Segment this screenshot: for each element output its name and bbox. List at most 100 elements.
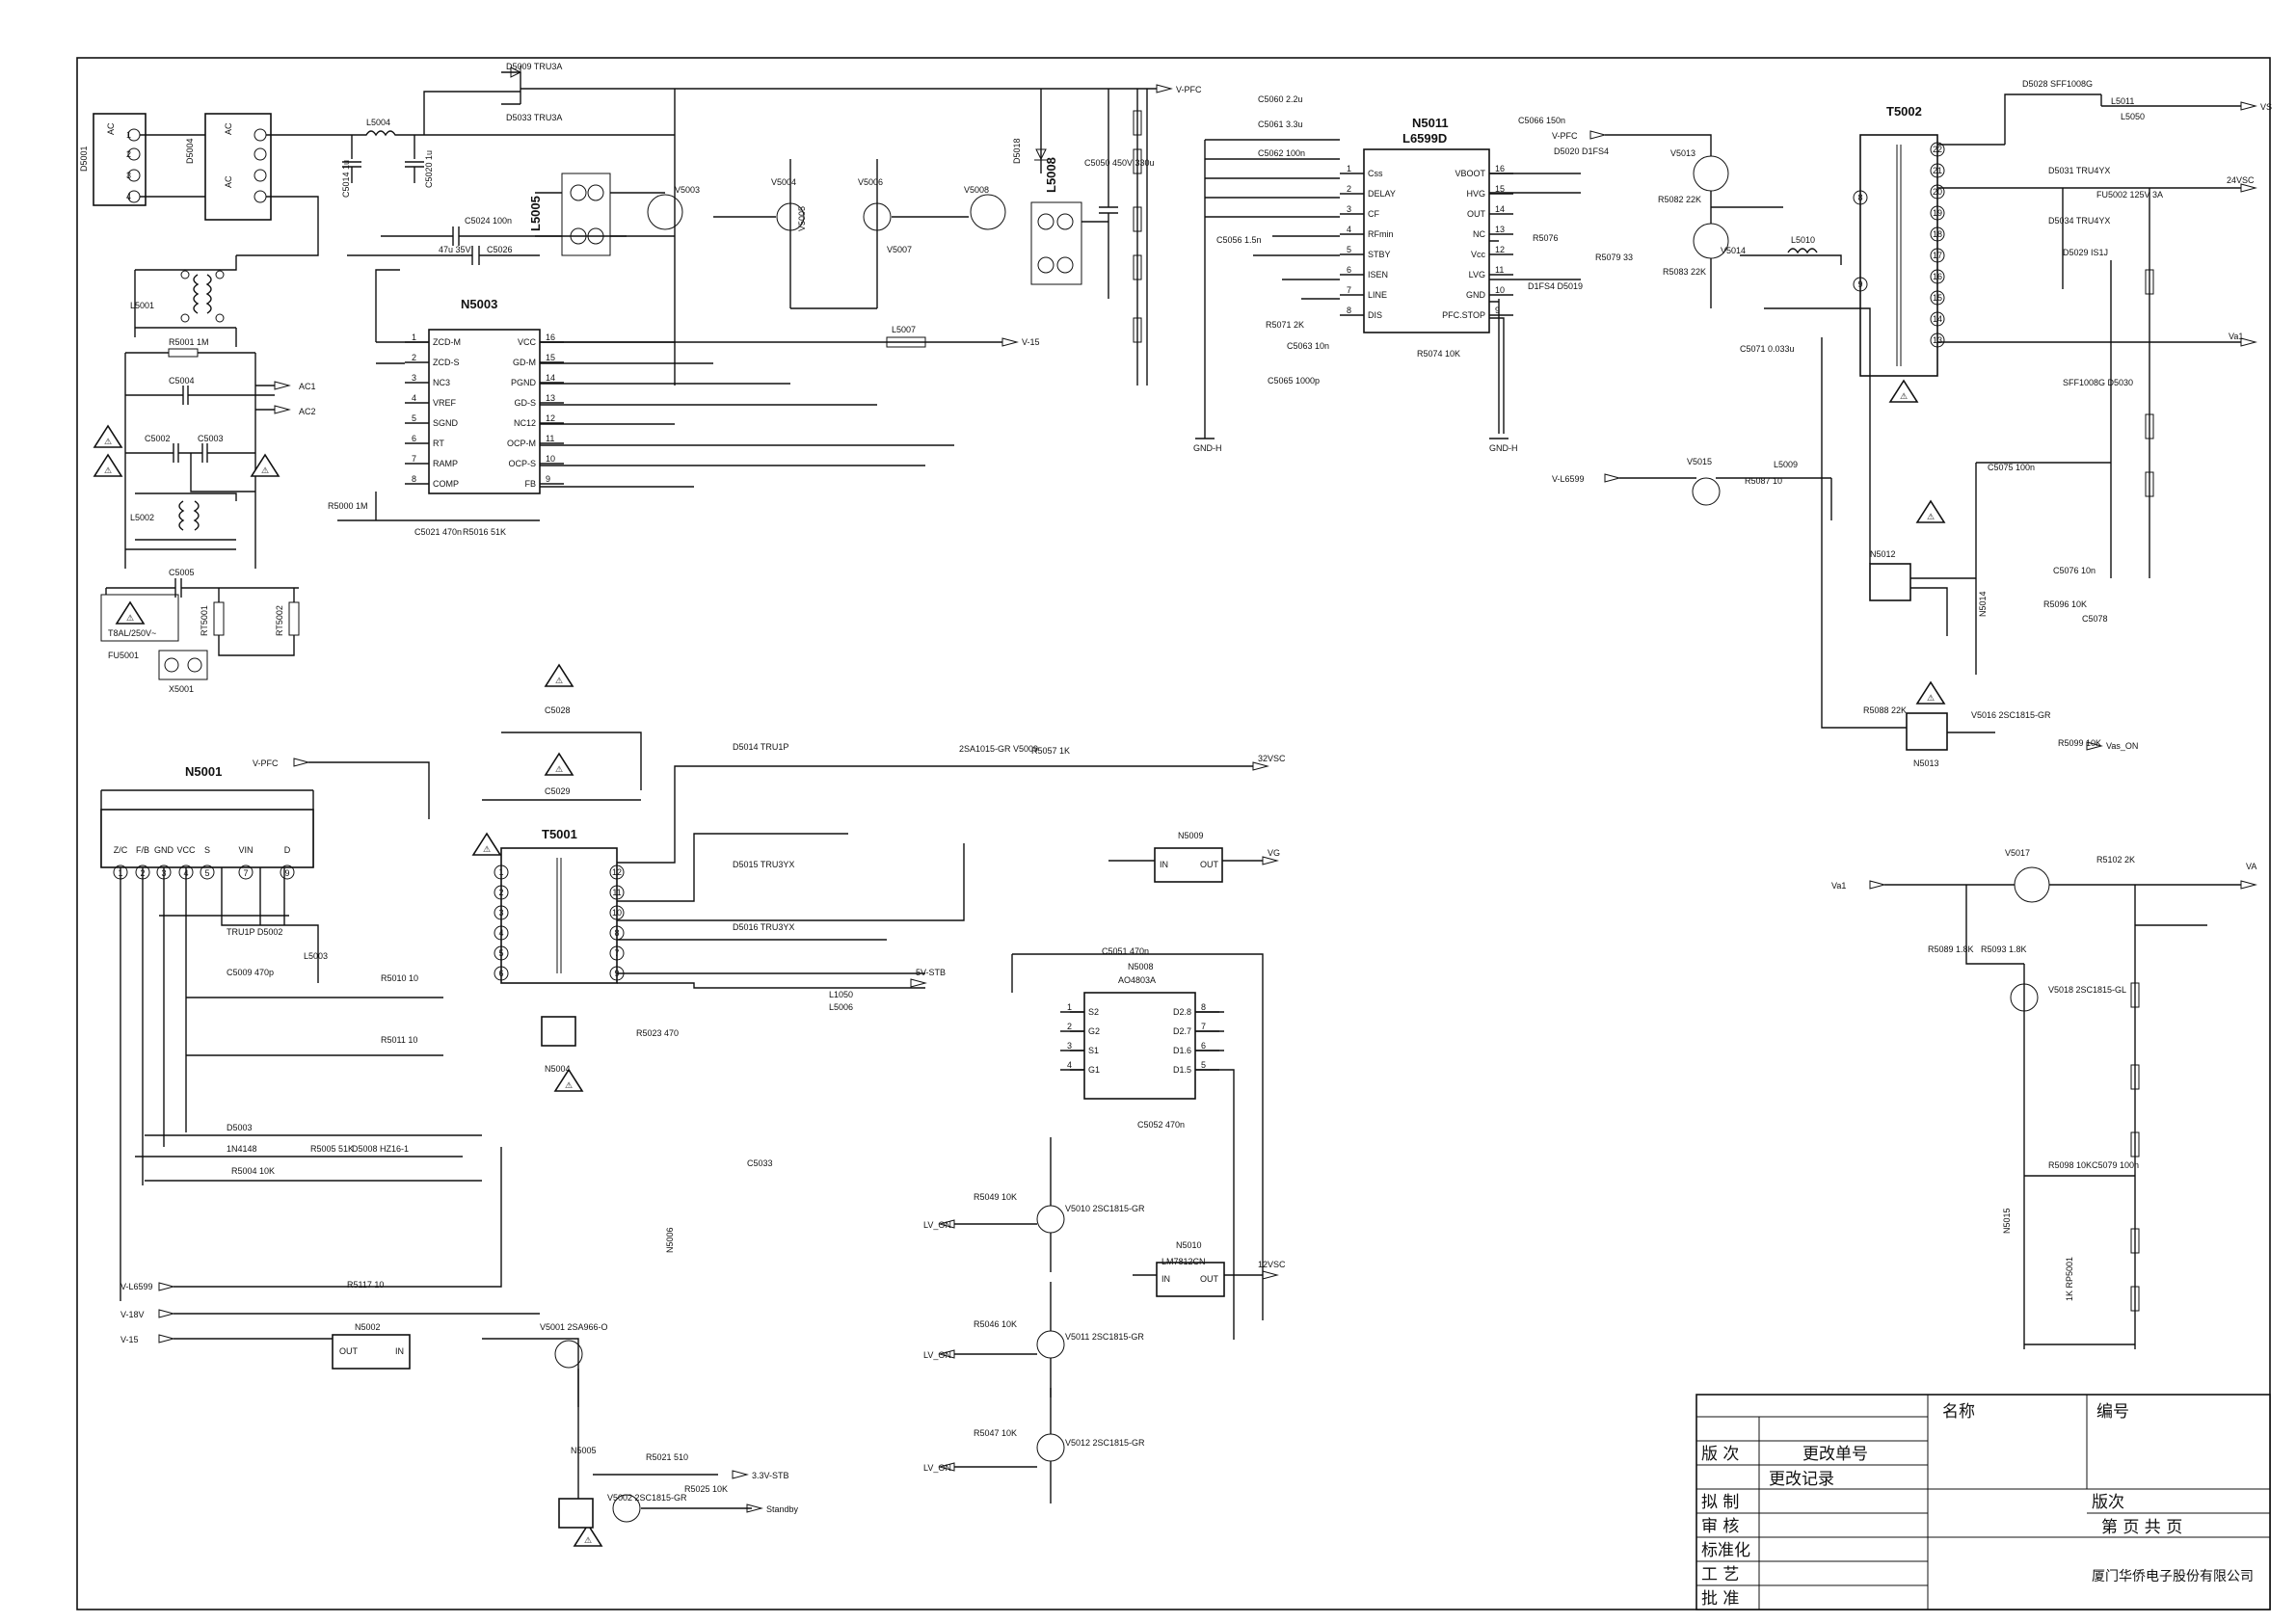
bridge-d5004-label: D5004 bbox=[185, 138, 195, 164]
n5011-name: N5011 bbox=[1412, 116, 1449, 130]
secondary-outputs: VS D5028 SFF1008G L5011 L5050 24VSC D503… bbox=[1937, 79, 2272, 578]
c5062-label: C5062 100n bbox=[1258, 148, 1305, 158]
svg-text:⚠: ⚠ bbox=[555, 676, 563, 685]
pin-circle bbox=[494, 865, 509, 880]
n5012-label: N5012 bbox=[1870, 549, 1896, 559]
pin-name: NC12 bbox=[514, 418, 536, 428]
pin-number: 5 bbox=[1201, 1060, 1206, 1070]
n5009-out: OUT bbox=[1200, 860, 1219, 869]
c5026-rating: 47u 35V bbox=[439, 245, 471, 254]
pin-number: 8 bbox=[1857, 193, 1862, 202]
v5001-label: V5001 2SA966-O bbox=[540, 1322, 608, 1332]
pin-circle bbox=[238, 865, 254, 880]
r5023-label: R5023 470 bbox=[636, 1028, 679, 1038]
pin-name: Z/C bbox=[114, 845, 128, 855]
pin-number: 14 bbox=[546, 373, 555, 383]
c5014-label: C5014 1u bbox=[341, 160, 351, 198]
pin-number: 5 bbox=[498, 948, 503, 958]
pin-name: NC bbox=[1473, 229, 1485, 239]
pin-number: 8 bbox=[412, 474, 416, 484]
d5033-label: D5033 TRU3A bbox=[506, 113, 562, 122]
pin-number: 6 bbox=[1347, 265, 1351, 275]
n5003-name: N5003 bbox=[461, 297, 497, 311]
pin-circle bbox=[280, 865, 295, 880]
pin-number: 7 bbox=[243, 868, 248, 878]
pin-circle bbox=[1930, 226, 1945, 242]
pin-number: 10 bbox=[1495, 285, 1505, 295]
c5029-label: C5029 bbox=[545, 786, 571, 796]
tb-change-log: 更改记录 bbox=[1769, 1470, 1834, 1489]
pin-circle bbox=[494, 925, 509, 941]
pin-number: 10 bbox=[546, 454, 555, 464]
l5011-label: L5011 bbox=[2111, 96, 2134, 106]
pin-circle bbox=[1930, 184, 1945, 200]
pin-name: ZCD-S bbox=[433, 358, 460, 367]
n5015-label: N5015 bbox=[2002, 1208, 2012, 1234]
r5082-label: R5082 22K bbox=[1658, 195, 1701, 204]
net-v15-top: V-15 bbox=[1022, 337, 1040, 347]
c5021-label: C5021 470n bbox=[414, 527, 462, 537]
pin-number: 1 bbox=[498, 867, 503, 877]
pin-number: 16 bbox=[1495, 164, 1505, 173]
v5014-label: V5014 bbox=[1721, 246, 1746, 255]
pin-circle bbox=[1930, 205, 1945, 221]
r5000-label: R5000 1M bbox=[328, 501, 368, 511]
pin-name: PFC.STOP bbox=[1442, 310, 1485, 320]
r5001-label: R5001 1M bbox=[169, 337, 209, 347]
tb-name-label: 名称 bbox=[1942, 1402, 1975, 1422]
l1050-label: L1050 bbox=[829, 990, 853, 999]
v5013-label: V5013 bbox=[1670, 148, 1695, 158]
n5010-part: LM7812CN bbox=[1161, 1257, 1206, 1266]
l5003-label: L5003 bbox=[304, 951, 328, 961]
net-32vsc: 32VSC bbox=[1258, 754, 1286, 763]
pin-number: 9 bbox=[284, 868, 289, 878]
c5066-label: C5066 150n bbox=[1518, 116, 1565, 125]
c5061-label: C5061 3.3u bbox=[1258, 120, 1303, 129]
pin-circle bbox=[1930, 333, 1945, 348]
d5008-label: D5008 HZ16-1 bbox=[352, 1144, 409, 1154]
pin-number: 12 bbox=[1495, 245, 1505, 254]
n5001-body bbox=[100, 809, 314, 868]
pin-number: 16 bbox=[1933, 272, 1942, 281]
c5020-label: C5020 1u bbox=[424, 150, 434, 188]
d5014-label: D5014 TRU1P bbox=[733, 742, 788, 752]
c5004-label: C5004 bbox=[169, 376, 195, 386]
c5033-label: C5033 bbox=[747, 1158, 773, 1168]
n5002-in: IN bbox=[395, 1346, 404, 1356]
l5006-label: L5006 bbox=[829, 1002, 853, 1012]
t5001-body bbox=[500, 847, 618, 984]
pin-circle bbox=[609, 905, 625, 920]
pin-name: S1 bbox=[1088, 1046, 1099, 1055]
c5009-label: C5009 470p bbox=[227, 968, 274, 977]
net-24vsc: 24VSC bbox=[2227, 175, 2255, 185]
pin-number: 13 bbox=[1933, 335, 1942, 345]
net-gnd-h-2: GND-H bbox=[1489, 443, 1518, 453]
pin-name: VIN bbox=[238, 845, 253, 855]
tb-process: 工 艺 bbox=[1701, 1565, 1739, 1584]
pin-number: 4 bbox=[412, 393, 416, 403]
svg-text:⚠: ⚠ bbox=[261, 466, 269, 475]
rt5001-label: RT5001 bbox=[200, 605, 209, 636]
l6599-section: N5011 L6599D Css1DELAY2CF3RFmin4STBY5ISE… bbox=[1193, 94, 1842, 453]
d5029-label: D5029 IS1J bbox=[2063, 248, 2108, 257]
pin-name: GND bbox=[1466, 290, 1486, 300]
r5021-label: R5021 510 bbox=[646, 1452, 688, 1462]
v5003-label: V5003 bbox=[675, 185, 700, 195]
d5016-label: D5016 TRU3YX bbox=[733, 922, 794, 932]
net-vas-on: Vas_ON bbox=[2106, 741, 2138, 751]
v5011-label: V5011 2SC1815-GR bbox=[1065, 1332, 1144, 1342]
lv-on-switch-3: LV_ON R5047 10K V5012 2SC1815-GR bbox=[923, 1388, 1145, 1503]
pin-name: G2 bbox=[1088, 1026, 1100, 1036]
pin-number: 20 bbox=[1933, 187, 1942, 197]
pin-circle bbox=[1930, 269, 1945, 284]
pin-number: 1 bbox=[1067, 1002, 1072, 1012]
r5102-label: R5102 2K bbox=[2096, 855, 2135, 865]
c5079-label: C5079 100n bbox=[2092, 1160, 2139, 1170]
pin-number: 2 bbox=[1347, 184, 1351, 194]
n5005-label: N5005 bbox=[571, 1446, 597, 1455]
c5026-label: C5026 bbox=[487, 245, 513, 254]
net-va1-out: Va1 bbox=[2229, 332, 2243, 341]
